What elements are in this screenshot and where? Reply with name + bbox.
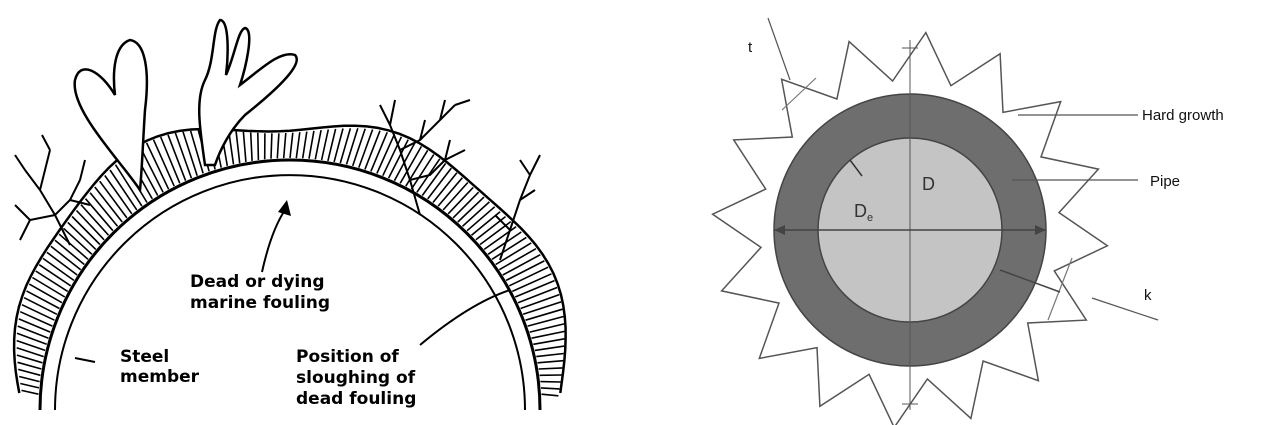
fouling-hatch-line (542, 394, 559, 396)
fouling-hatch-line (359, 130, 373, 168)
fouling-hatch-line (296, 132, 300, 158)
fouling-hatch-line (523, 302, 561, 314)
fouling-band (17, 128, 565, 396)
fouling-hatch-line (175, 133, 191, 178)
dead-fouling-label-line1: Dead or dying (190, 272, 325, 292)
fouling-hatch-line (515, 281, 554, 297)
fouling-hatch-line (18, 326, 49, 338)
fouling-hatch-line (27, 291, 60, 309)
fouling-hatch-line (20, 384, 39, 388)
fouling-hatch-line (22, 305, 55, 321)
marine-fouling-diagram: Dead or dying marine fouling Steel membe… (0, 0, 620, 425)
pipe-cross-section-diagram: t Hard growth Pipe k D De (640, 0, 1262, 425)
k-label: k (1144, 287, 1152, 304)
kelp-frond-center (199, 20, 297, 165)
fouling-hatch-line (365, 131, 380, 170)
fouling-hatch-line (371, 132, 387, 171)
de-main: D (854, 201, 867, 221)
fouling-hatch-line (532, 331, 565, 338)
branching-growth-left (15, 135, 90, 245)
fouling-hatch-line (530, 324, 564, 332)
fouling-hatch-line (24, 298, 57, 315)
fouling-hatch-line (536, 354, 564, 357)
fouling-hatch-line (183, 132, 197, 176)
hard-growth-label: Hard growth (1142, 107, 1224, 124)
t-label: t (748, 39, 753, 56)
fouling-hatch-line (315, 130, 321, 159)
pipe-cross-section-drawing: t Hard growth Pipe k D De (640, 0, 1262, 425)
fouling-hatch-line (22, 390, 39, 394)
fouling-hatch-line (303, 132, 307, 159)
fouling-hatch-line (539, 368, 563, 369)
dead-fouling-arrowhead (278, 200, 291, 216)
marine-fouling-drawing: Dead or dying marine fouling Steel membe… (0, 0, 620, 425)
d-label: D (922, 174, 935, 194)
fouling-hatch-line (521, 295, 560, 309)
fouling-hatch-line (518, 288, 557, 303)
fouling-hatch-line (18, 362, 42, 369)
sloughing-label-line1: Position of (296, 347, 399, 367)
fouling-hatch-line (251, 132, 252, 161)
fouling-hatch-line (541, 388, 560, 389)
fouling-hatch-line (512, 274, 551, 292)
fouling-hatch-line (284, 133, 286, 158)
fouling-hatch-line (19, 377, 39, 382)
steel-member-leader (75, 358, 95, 362)
steel-member-label-line2: member (120, 367, 200, 387)
t-leader (768, 18, 790, 80)
fouling-hatch-line (243, 132, 246, 162)
fouling-hatch-line (19, 319, 51, 332)
fouling-hatch-line (18, 369, 40, 375)
steel-member-label-line1: Steel (120, 347, 169, 367)
pipe-label: Pipe (1150, 173, 1180, 190)
fouling-hatch-line (29, 284, 62, 303)
fouling-outline (14, 126, 566, 393)
fouling-hatch-line (258, 133, 259, 160)
fouling-hatch-line (17, 355, 43, 363)
fouling-hatch-line (322, 130, 329, 161)
fouling-hatch-line (377, 134, 395, 173)
fouling-hatch-line (20, 312, 52, 326)
fouling-hatch-line (353, 129, 366, 166)
sloughing-label-line2: sloughing of (296, 368, 416, 388)
fouling-hatch-line (309, 131, 314, 159)
fouling-hatch-line (533, 339, 564, 345)
sloughing-label-line3: dead fouling (296, 389, 416, 409)
fouling-hatch-line (271, 133, 272, 158)
de-subscript: e (867, 212, 873, 224)
fouling-hatch-line (236, 131, 240, 163)
dead-fouling-label-line2: marine fouling (190, 293, 330, 313)
fouling-hatch-line (538, 361, 564, 363)
fouling-hatch-line (535, 346, 564, 350)
fouling-hatch-line (290, 133, 293, 158)
fouling-hatch-line (168, 135, 186, 181)
fouling-hatch-line (277, 133, 279, 158)
dead-fouling-leader (262, 210, 285, 272)
fouling-hatch-line (328, 129, 336, 161)
